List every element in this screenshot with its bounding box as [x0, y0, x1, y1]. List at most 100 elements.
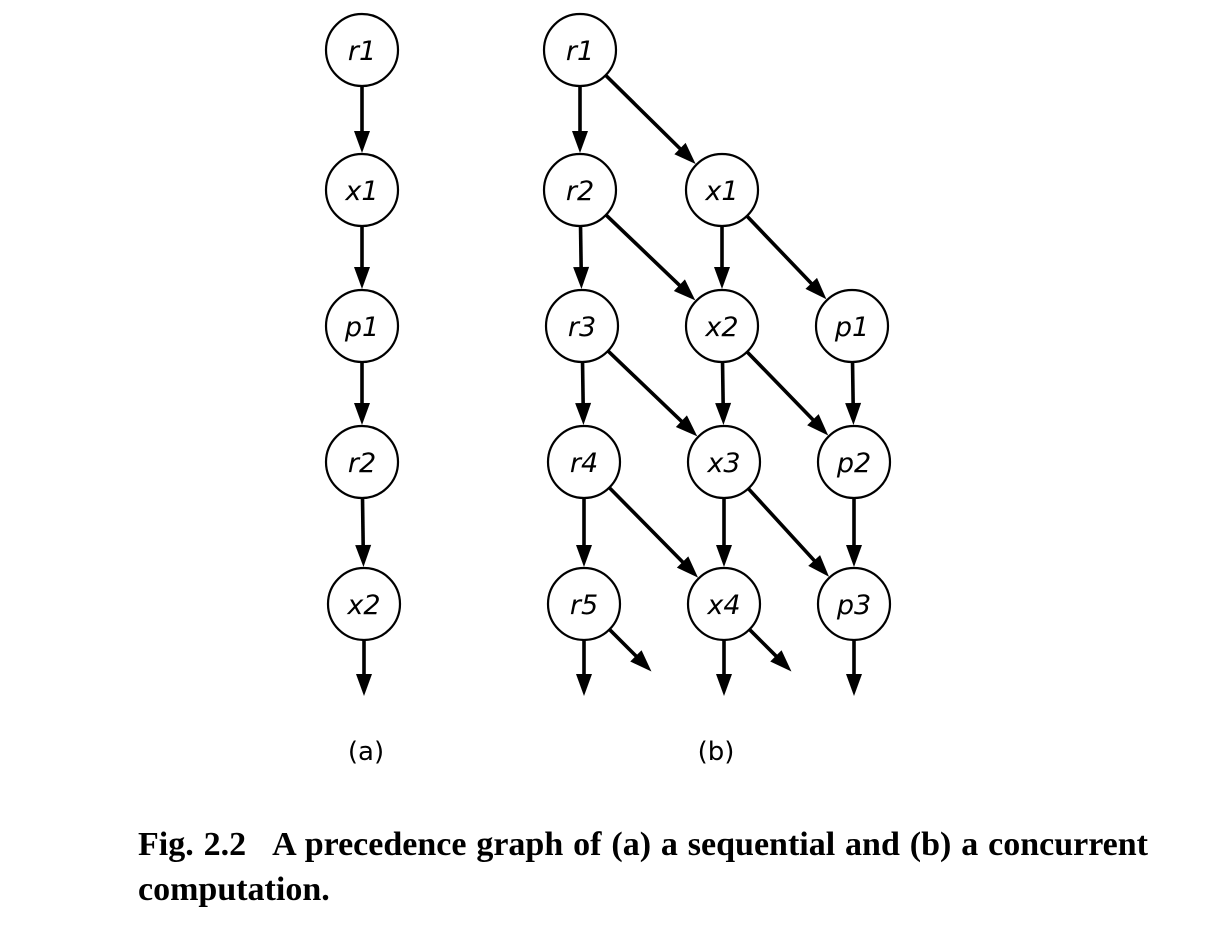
node-b-x2: x2: [684, 288, 760, 364]
node-circle: [684, 288, 760, 364]
edge-b-p1-to-b-p2-shaft: [850, 361, 855, 406]
node-label: r5: [570, 590, 598, 621]
edge-a-p1-to-a-r2-arrowhead: [354, 403, 370, 425]
edge-b-r2-to-b-x2-shaft: [604, 213, 683, 288]
node-b-p2: p2: [816, 424, 892, 500]
graph-b-label: (b): [698, 737, 735, 767]
edge-b-x2-to-b-p2-arrowhead: [807, 414, 829, 436]
open-edge-b-r5-down: [576, 640, 592, 696]
node-circle: [324, 288, 400, 364]
node-circle: [542, 152, 618, 228]
edge-b-x2-to-b-x3-shaft: [720, 361, 725, 406]
node-circle: [816, 566, 892, 642]
edge-b-x2-to-b-p2-shaft: [745, 350, 816, 423]
node-label: r1: [566, 36, 594, 67]
edge-b-p1-to-b-p2-arrowhead: [845, 402, 862, 426]
node-label: r2: [348, 448, 376, 479]
edge-b-x1-to-b-p1-arrowhead: [805, 277, 827, 300]
edge-b-r2-to-b-x2-arrowhead: [673, 279, 696, 301]
node-label: p2: [836, 448, 871, 479]
edge-b-x3-to-b-p3: [746, 487, 830, 577]
node-b-r5: r5: [546, 566, 622, 642]
edge-b-r3-to-b-x3-arrowhead: [675, 415, 698, 437]
edge-b-r1-to-b-x1: [604, 73, 696, 165]
caption-text: A precedence graph of (a) a sequential a…: [138, 826, 1149, 908]
node-label: x2: [704, 312, 738, 343]
node-circle: [324, 12, 400, 88]
edge-b-r4-to-b-r5: [576, 498, 592, 567]
edge-b-p2-to-b-p3: [846, 498, 862, 567]
node-circle: [686, 424, 762, 500]
edge-b-r3-to-b-x3: [606, 349, 698, 437]
node-label: p1: [834, 312, 869, 343]
node-b-p1: p1: [814, 288, 890, 364]
open-edge-b-x4-diagonal-arrowhead: [770, 650, 792, 672]
node-circle: [542, 12, 618, 88]
edge-b-p1-to-b-p2: [845, 361, 862, 426]
edge-b-r3-to-b-r4-arrowhead: [575, 402, 592, 426]
node-circle: [686, 566, 762, 642]
edge-b-x1-to-b-x2-arrowhead: [714, 267, 730, 289]
edges-layer: [354, 73, 862, 696]
edge-b-r4-to-b-r5-arrowhead: [576, 545, 592, 567]
edge-a-r2-to-a-x2-arrowhead: [355, 544, 372, 568]
edge-b-r4-to-b-x4-arrowhead: [676, 556, 699, 578]
node-b-x3: x3: [686, 424, 762, 500]
node-label: r3: [568, 312, 596, 343]
edge-b-r4-to-b-x4-shaft: [607, 486, 686, 565]
edge-b-r2-to-b-x2: [604, 213, 696, 301]
open-edge-b-r5-diagonal: [608, 628, 652, 672]
graph-a-label: (a): [348, 737, 384, 767]
node-a-x1: x1: [324, 152, 400, 228]
open-edge-a-x2-down-arrowhead: [356, 674, 372, 696]
edge-b-p2-to-b-p3-arrowhead: [846, 545, 862, 567]
node-b-r4: r4: [546, 424, 622, 500]
edge-a-r2-to-a-x2-shaft: [360, 497, 365, 548]
open-edge-a-x2-down: [356, 640, 372, 696]
node-a-x2: x2: [326, 566, 402, 642]
node-circle: [546, 424, 622, 500]
edge-b-r1-to-b-x1-shaft: [604, 73, 683, 152]
node-circle: [326, 566, 402, 642]
open-edge-b-r5-down-arrowhead: [576, 674, 592, 696]
edge-b-x3-to-b-x4-arrowhead: [716, 545, 732, 567]
edge-b-x2-to-b-p2: [745, 350, 829, 436]
node-b-p3: p3: [816, 566, 892, 642]
edge-b-x2-to-b-x3-arrowhead: [715, 402, 732, 426]
open-edge-b-x4-down: [716, 640, 732, 696]
node-a-r1: r1: [324, 12, 400, 88]
open-edge-b-x4-diagonal-shaft: [748, 628, 779, 659]
edge-a-r2-to-a-x2: [355, 497, 372, 568]
node-label: r1: [348, 36, 376, 67]
edge-b-r2-to-b-r3: [573, 225, 590, 290]
edge-b-r3-to-b-r4-shaft: [580, 361, 585, 406]
node-circle: [816, 424, 892, 500]
edge-b-r4-to-b-x4: [607, 486, 699, 578]
node-label: r2: [566, 176, 594, 207]
node-label: x3: [706, 448, 740, 479]
edge-a-p1-to-a-r2: [354, 362, 370, 425]
node-label: x1: [344, 176, 378, 207]
edge-a-x1-to-a-p1-arrowhead: [354, 267, 370, 289]
node-circle: [544, 288, 620, 364]
node-circle: [324, 424, 400, 500]
node-label: r4: [570, 448, 598, 479]
edge-a-r1-to-a-x1-arrowhead: [354, 131, 370, 153]
edge-b-r3-to-b-x3-shaft: [606, 349, 685, 424]
open-edge-b-r5-diagonal-arrowhead: [630, 650, 652, 672]
node-b-r3: r3: [544, 288, 620, 364]
node-label: x2: [346, 590, 380, 621]
open-edge-b-r5-diagonal-shaft: [608, 628, 639, 659]
edge-b-r3-to-b-r4: [575, 361, 592, 426]
edge-a-x1-to-a-p1: [354, 226, 370, 289]
edge-b-x1-to-b-p1-shaft: [745, 214, 814, 287]
open-edge-b-x4-down-arrowhead: [716, 674, 732, 696]
node-b-r2: r2: [542, 152, 618, 228]
node-a-p1: p1: [324, 288, 400, 364]
edge-b-x3-to-b-p3-arrowhead: [808, 555, 830, 577]
node-label: p1: [344, 312, 379, 343]
node-circle: [684, 152, 760, 228]
